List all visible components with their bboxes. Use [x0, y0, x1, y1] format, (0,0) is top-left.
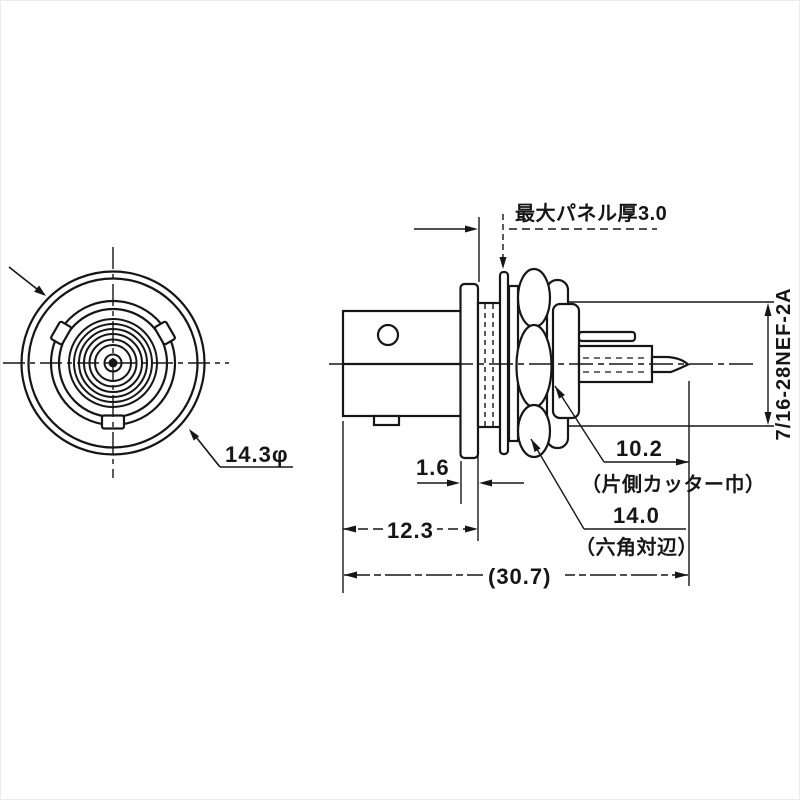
flange-thickness-label: 1.6 — [416, 455, 450, 480]
dim-front-to-flange — [343, 515, 478, 541]
side-hex-nut-facet-bottom — [516, 403, 552, 459]
side-view — [329, 267, 758, 460]
side-body-hole — [376, 323, 400, 347]
side-rear-shell — [551, 302, 581, 420]
side-ground-tab — [577, 330, 637, 343]
max-panel-thickness-label: 最大パネル厚3.0 — [515, 202, 667, 225]
hex-across-flats-note: （六角対辺） — [575, 535, 698, 559]
side-threaded-barrel — [476, 301, 504, 429]
dim-max-panel-thickness — [414, 214, 657, 269]
side-body-bottom-tab — [372, 414, 401, 427]
dim-thread-spec — [569, 301, 774, 427]
hex-across-flats-value: 14.0 — [613, 503, 660, 528]
dim-overall-length — [344, 561, 688, 588]
front-pointer-arrow — [8, 266, 46, 296]
front-bayonet-lug-top-left — [50, 320, 73, 346]
thread-spec-label: 7/16-28NEF-2A — [773, 287, 795, 440]
dim-hex-across-flats — [530, 438, 686, 530]
front-view: 14.3φ — [3, 247, 293, 478]
side-hex-nut-facet-top — [516, 267, 552, 329]
front-centerlines — [3, 247, 229, 478]
side-panel-plate — [498, 270, 510, 456]
dim-flange-thickness — [417, 479, 524, 487]
side-hex-nut-facet-middle — [515, 323, 553, 409]
front-to-flange-label: 12.3 — [387, 518, 434, 543]
cutter-width-value: 10.2 — [616, 436, 663, 461]
front-diameter-leader — [189, 429, 293, 468]
dimensions: 最大パネル厚3.0 1.6 12.3 (30.7) — [342, 202, 795, 593]
front-diameter-label: 14.3φ — [225, 442, 289, 467]
dim-cutter-width — [554, 385, 689, 466]
cutter-width-note: （片側カッター巾） — [581, 472, 766, 496]
side-hex-nut-facets — [515, 267, 553, 459]
side-flange — [459, 282, 480, 460]
front-bayonet-lug-top-right — [153, 320, 176, 346]
overall-length-label: (30.7) — [488, 564, 551, 589]
